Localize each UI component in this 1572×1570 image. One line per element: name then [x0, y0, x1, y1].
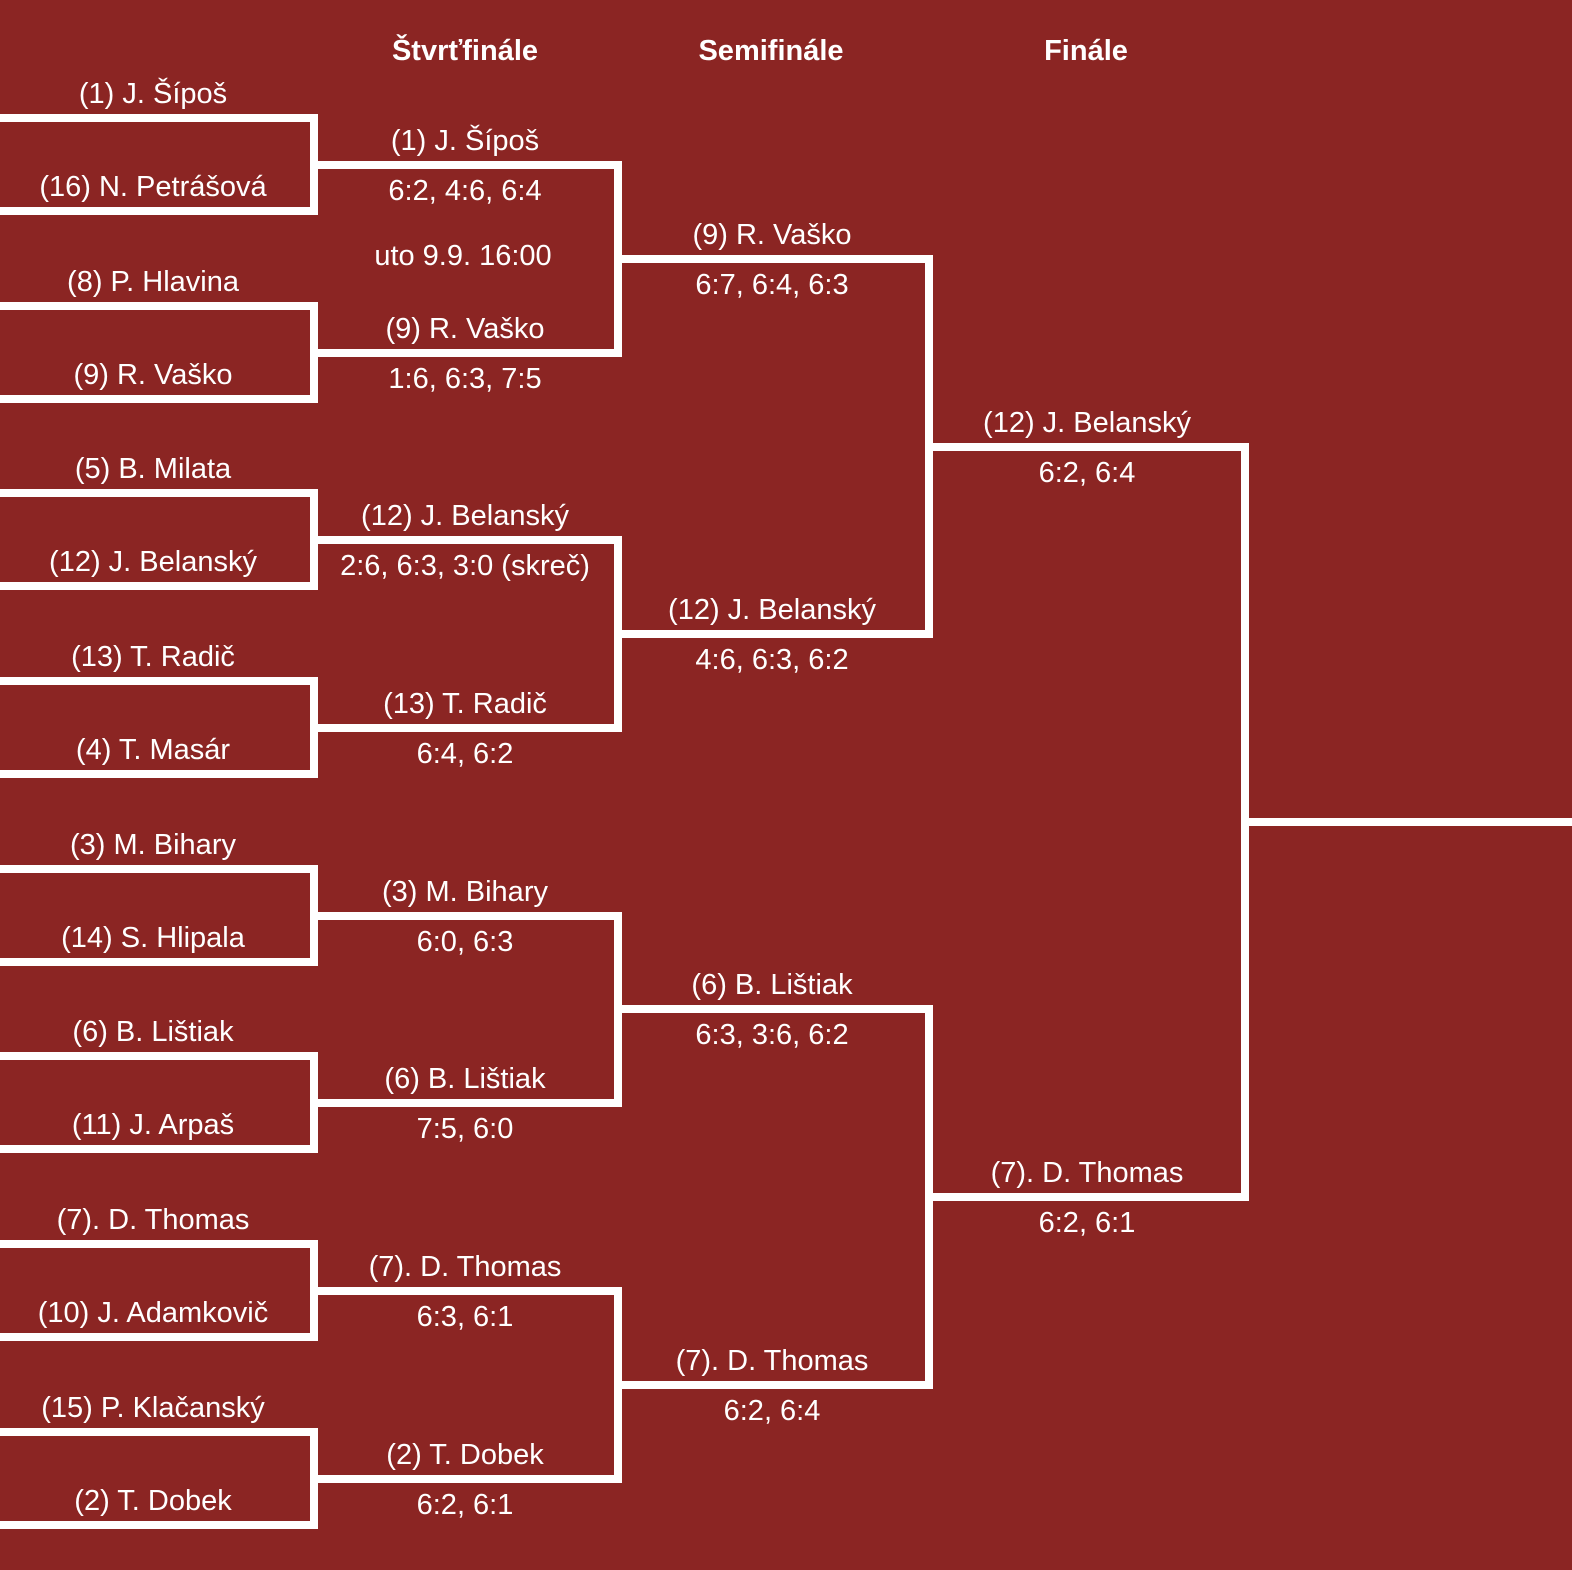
qf-winner-score: 6:0, 6:3 [416, 926, 514, 958]
header-semifinal: Semifinále [698, 35, 844, 67]
qf-winner-score: 6:3, 6:1 [416, 1301, 514, 1333]
final-entrant-name: (7). D. Thomas [990, 1157, 1184, 1189]
player-r16-top: (7). D. Thomas [56, 1204, 250, 1236]
player-r16-top: (6) B. Lištiak [72, 1016, 234, 1048]
player-r16-top: (5) B. Milata [74, 453, 232, 485]
header-final: Finále [1044, 35, 1128, 67]
bracket-line [925, 1193, 1245, 1201]
champion-line [1241, 818, 1572, 826]
qf-winner-score: 6:4, 6:2 [416, 738, 514, 770]
bracket-line [0, 1428, 314, 1436]
bracket-line [0, 1145, 314, 1153]
bracket-line [0, 1521, 314, 1529]
bracket-line [0, 770, 314, 778]
qf-winner-name: (13) T. Radič [383, 688, 547, 720]
scheduled-match-time: uto 9.9. 16:00 [374, 240, 552, 272]
qf-winner-name: (7). D. Thomas [368, 1251, 562, 1283]
sf-winner-score: 4:6, 6:3, 6:2 [695, 644, 849, 676]
bracket-line [0, 582, 314, 590]
sf-winner-score: 6:3, 3:6, 6:2 [695, 1019, 849, 1051]
bracket-line [310, 912, 618, 920]
qf-winner-score: 6:2, 4:6, 6:4 [388, 175, 542, 207]
sf-winner-name: (6) B. Lištiak [691, 969, 853, 1001]
player-r16-top: (13) T. Radič [71, 641, 235, 673]
bracket-line [310, 536, 618, 544]
qf-winner-score: 7:5, 6:0 [416, 1113, 514, 1145]
sf-winner-score: 6:7, 6:4, 6:3 [695, 269, 849, 301]
final-entrant-score: 6:2, 6:4 [1038, 457, 1136, 489]
sf-winner-score: 6:2, 6:4 [723, 1395, 821, 1427]
bracket-line [310, 1287, 618, 1295]
bracket-line [310, 1099, 618, 1107]
bracket-line [0, 489, 314, 497]
bracket-line [0, 1333, 314, 1341]
player-r16-bottom: (16) N. Petrášová [39, 171, 267, 203]
bracket-line [0, 677, 314, 685]
bracket-line [310, 1475, 618, 1483]
bracket-line [310, 349, 618, 357]
player-r16-bottom: (9) R. Vaško [73, 359, 233, 391]
player-r16-top: (8) P. Hlavina [67, 266, 239, 298]
player-r16-bottom: (10) J. Adamkovič [37, 1297, 269, 1329]
player-r16-top: (1) J. Šípoš [78, 78, 228, 110]
qf-winner-name: (1) J. Šípoš [390, 125, 540, 157]
qf-winner-name: (12) J. Belanský [361, 500, 569, 532]
bracket-line [310, 724, 618, 732]
bracket-line [614, 630, 929, 638]
qf-winner-name: (9) R. Vaško [385, 313, 545, 345]
final-entrant-name: (12) J. Belanský [983, 407, 1191, 439]
bracket-line [0, 958, 314, 966]
bracket-line [0, 302, 314, 310]
sf-winner-name: (9) R. Vaško [692, 219, 852, 251]
player-r16-bottom: (4) T. Masár [75, 734, 231, 766]
qf-winner-score: 1:6, 6:3, 7:5 [388, 363, 542, 395]
bracket-line [0, 395, 314, 403]
bracket-line [0, 114, 314, 122]
qf-winner-name: (3) M. Bihary [382, 876, 548, 908]
player-r16-bottom: (12) J. Belanský [49, 546, 257, 578]
player-r16-bottom: (2) T. Dobek [74, 1485, 232, 1517]
qf-winner-score: 2:6, 6:3, 3:0 (skreč) [340, 550, 590, 582]
bracket-line [0, 207, 314, 215]
bracket-line [614, 1381, 929, 1389]
qf-winner-name: (2) T. Dobek [386, 1439, 544, 1471]
player-r16-bottom: (14) S. Hlipala [61, 922, 245, 954]
player-r16-bottom: (11) J. Arpaš [71, 1109, 235, 1141]
header-quarterfinal: Štvrťfinále [391, 35, 539, 67]
bracket-line [925, 443, 1245, 451]
bracket-line [614, 1005, 929, 1013]
bracket-line [310, 161, 618, 169]
final-entrant-score: 6:2, 6:1 [1038, 1207, 1136, 1239]
sf-winner-name: (12) J. Belanský [668, 594, 876, 626]
player-r16-top: (15) P. Klačanský [41, 1392, 265, 1424]
qf-winner-score: 6:2, 6:1 [416, 1489, 514, 1521]
player-r16-top: (3) M. Bihary [70, 829, 236, 861]
bracket-line [0, 865, 314, 873]
bracket-line [0, 1240, 314, 1248]
bracket-line [614, 255, 929, 263]
sf-winner-name: (7). D. Thomas [675, 1345, 869, 1377]
qf-winner-name: (6) B. Lištiak [384, 1063, 546, 1095]
bracket-line [0, 1052, 314, 1060]
